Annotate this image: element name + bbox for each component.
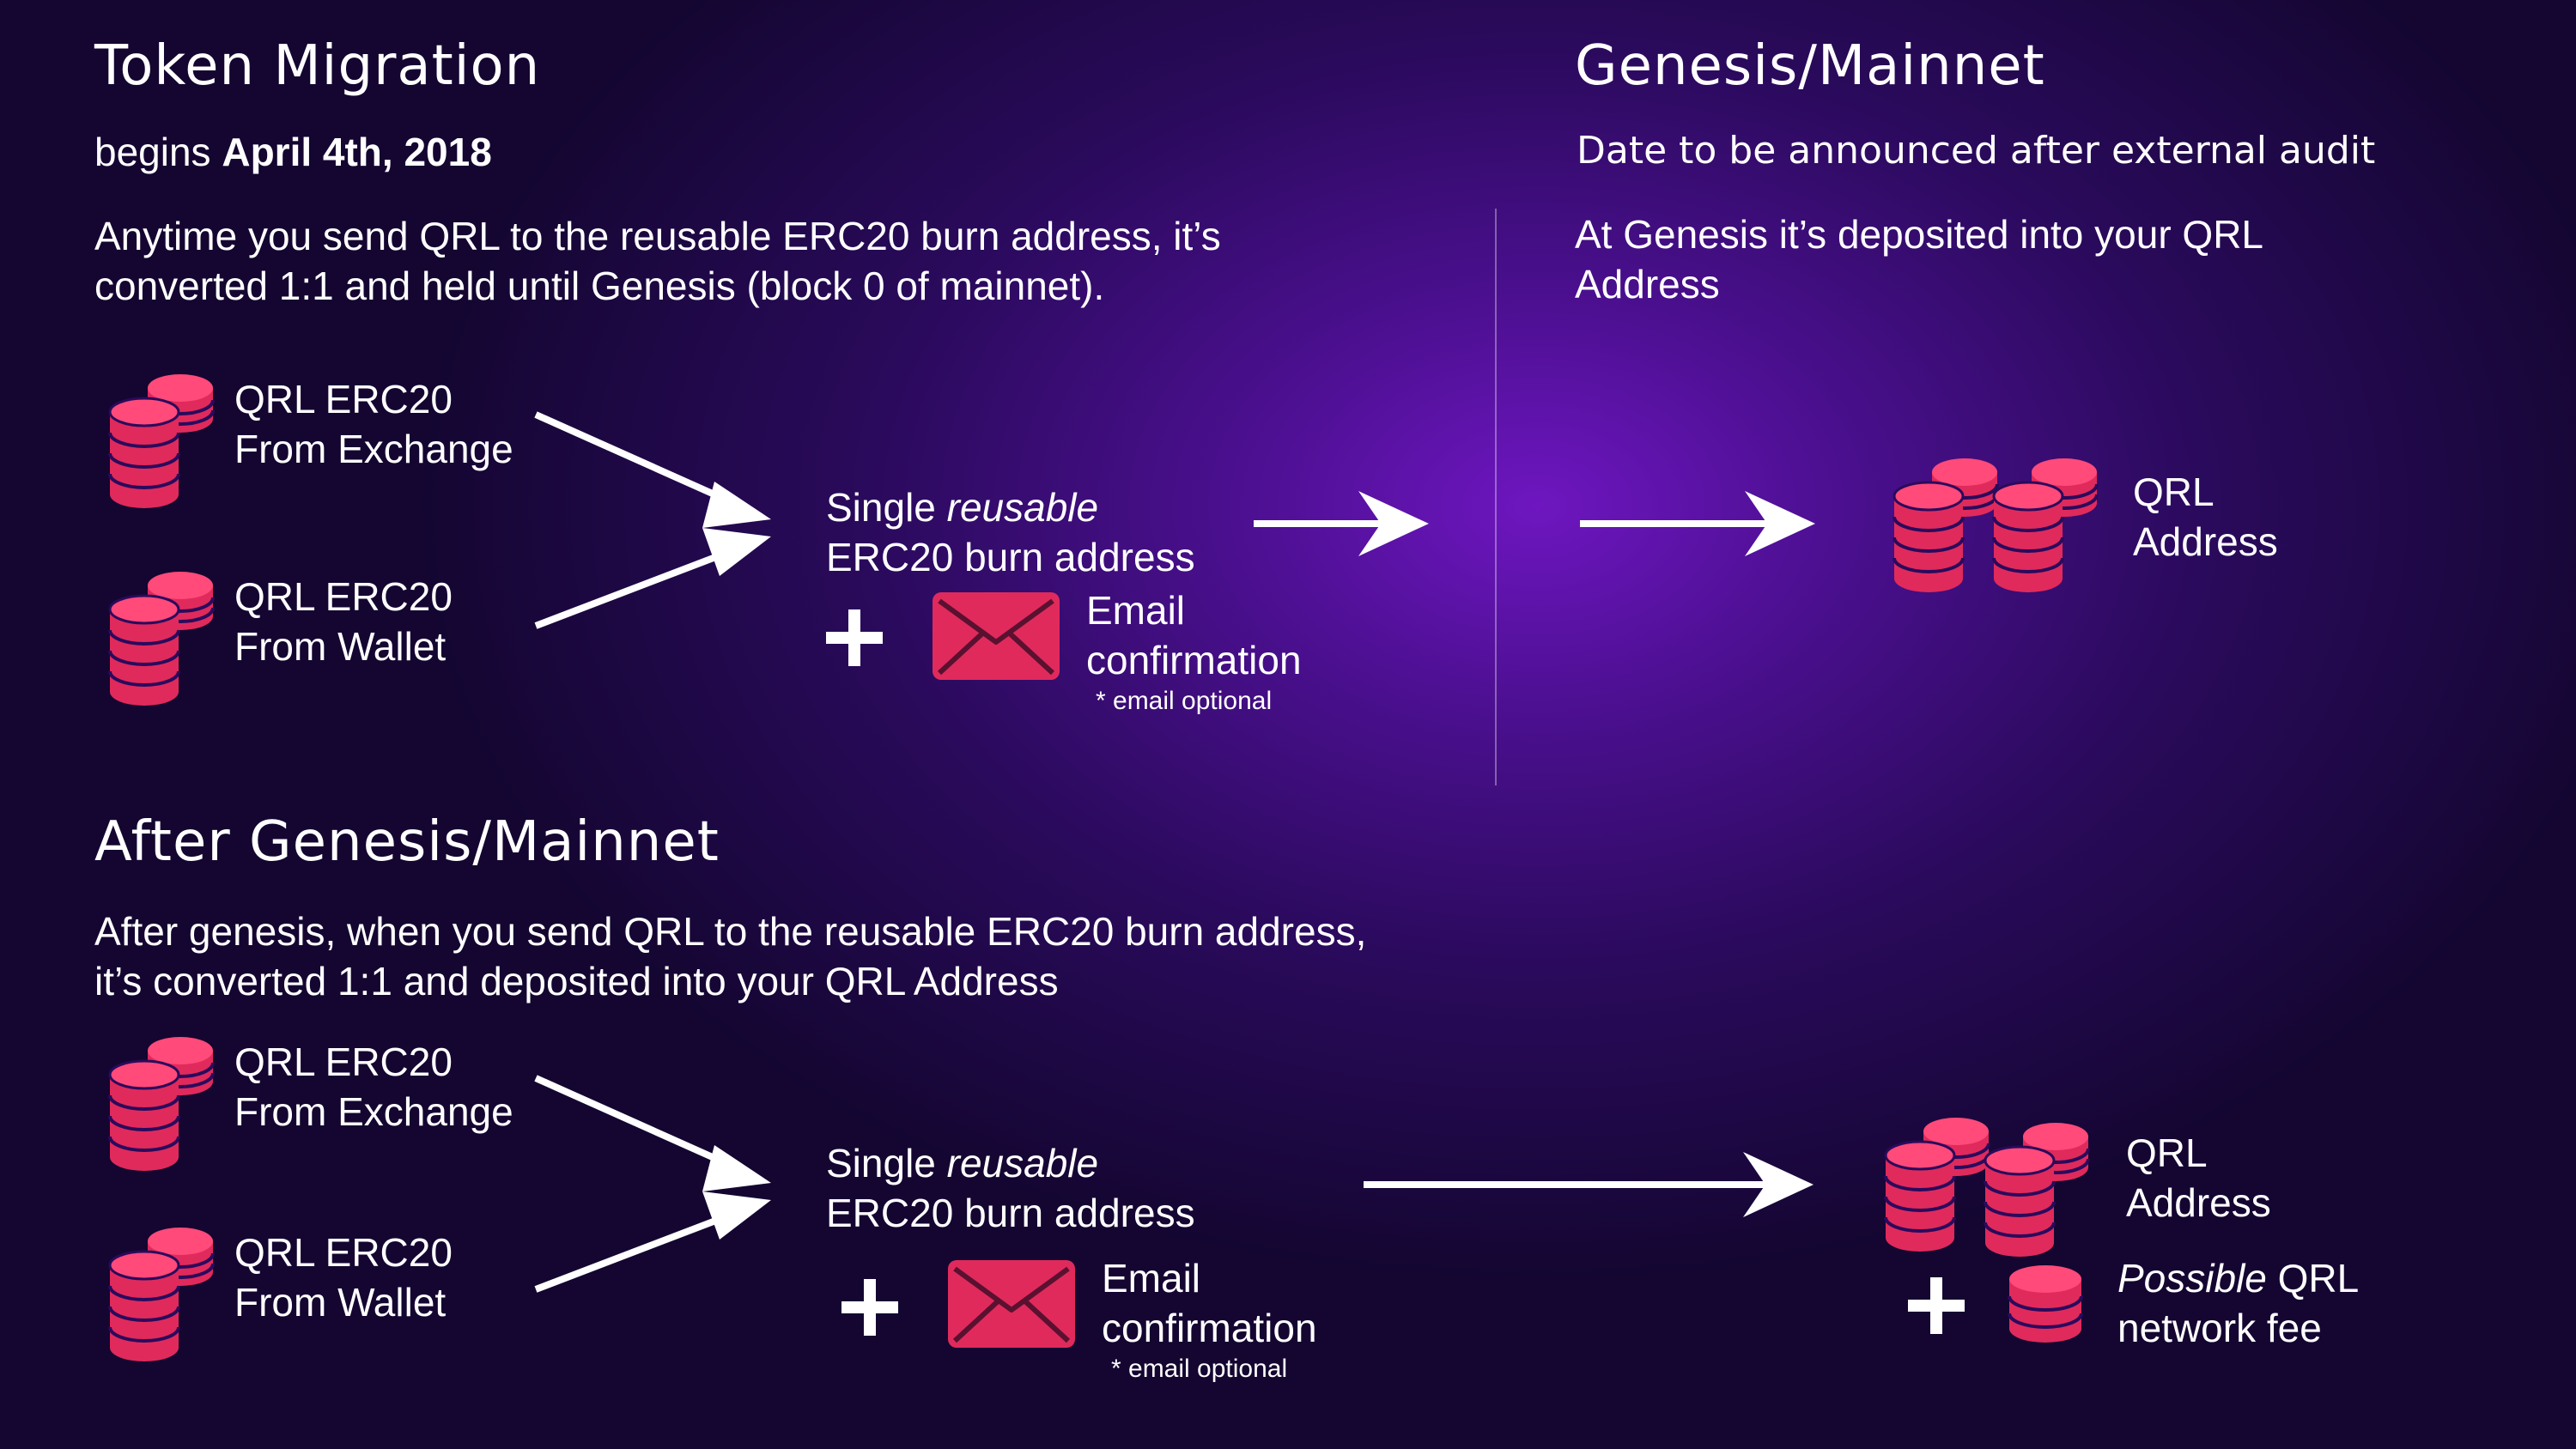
plus-icon (841, 1279, 898, 1336)
section-divider (1495, 209, 1497, 785)
genesis-target: QRL Address (2133, 467, 2278, 567)
after-source-exchange: QRL ERC20 From Exchange (234, 1037, 513, 1137)
email-envelope-icon (948, 1260, 1075, 1348)
migration-email: Email confirmation (1086, 585, 1302, 685)
burn-line1: Single reusable (826, 485, 1099, 530)
coin-stack-icon (1884, 1116, 1990, 1253)
migration-source-wallet: QRL ERC20 From Wallet (234, 572, 453, 671)
email-line2: confirmation (1102, 1306, 1317, 1350)
arrow-right-icon (1580, 491, 1815, 556)
migration-begins-prefix: begins (94, 130, 211, 174)
arrow-right-icon (1364, 1152, 1814, 1217)
target-line1: QRL (2126, 1131, 2208, 1175)
plus-icon (1908, 1277, 1965, 1334)
arrow-right-icon (534, 411, 771, 629)
migration-begins-date: April 4th, 2018 (222, 130, 492, 174)
burn-line1: Single reusable (826, 1141, 1099, 1185)
migration-burn-address: Single reusable ERC20 burn address (826, 482, 1195, 582)
source-wallet-line2: From Wallet (234, 1280, 447, 1325)
source-exchange-line1: QRL ERC20 (234, 377, 453, 421)
after-fee: Possible QRL network fee (2117, 1253, 2359, 1353)
after-description-line2: it’s converted 1:1 and deposited into yo… (94, 959, 1059, 1003)
source-wallet-line1: QRL ERC20 (234, 574, 453, 619)
coin-stack-icon (1992, 457, 2099, 594)
migration-email-note: * email optional (1096, 687, 1273, 715)
arrow-right-icon (1254, 491, 1429, 556)
coin-icon (2008, 1265, 2083, 1343)
migration-begins: begins April 4th, 2018 (94, 129, 492, 175)
target-line2: Address (2133, 519, 2278, 564)
source-exchange-line2: From Exchange (234, 427, 513, 471)
migration-source-exchange: QRL ERC20 From Exchange (234, 374, 513, 474)
after-title: After Genesis/Mainnet (94, 810, 720, 874)
genesis-title: Genesis/Mainnet (1575, 34, 2045, 98)
after-email: Email confirmation (1102, 1253, 1317, 1353)
source-wallet-line1: QRL ERC20 (234, 1230, 453, 1275)
coin-stack-icon (1893, 457, 1999, 594)
arrow-right-icon (534, 1075, 771, 1293)
source-exchange-line2: From Exchange (234, 1089, 513, 1134)
after-source-wallet: QRL ERC20 From Wallet (234, 1228, 453, 1327)
source-exchange-line1: QRL ERC20 (234, 1040, 453, 1084)
target-line2: Address (2126, 1180, 2271, 1225)
email-line1: Email (1086, 588, 1186, 633)
coin-stack-icon (108, 1035, 215, 1173)
plus-icon (826, 609, 883, 666)
after-description-line1: After genesis, when you send QRL to the … (94, 909, 1367, 954)
coin-stack-icon (108, 570, 215, 707)
email-line2: confirmation (1086, 638, 1302, 682)
burn-line2: ERC20 burn address (826, 1191, 1195, 1235)
migration-title: Token Migration (94, 34, 541, 98)
after-description: After genesis, when you send QRL to the … (94, 906, 1366, 1006)
coin-stack-icon (1984, 1121, 2090, 1258)
source-wallet-line2: From Wallet (234, 624, 447, 669)
fee-line1: Possible QRL (2117, 1256, 2360, 1300)
genesis-description: At Genesis it’s deposited into your QRL … (1575, 212, 2263, 306)
genesis-subtitle: Date to be announced after external audi… (1577, 129, 2376, 173)
migration-description: Anytime you send QRL to the reusable ERC… (94, 214, 1221, 308)
coin-stack-icon (108, 1226, 215, 1363)
after-burn-address: Single reusable ERC20 burn address (826, 1138, 1195, 1238)
target-line1: QRL (2133, 470, 2215, 514)
email-envelope-icon (933, 592, 1060, 680)
email-line1: Email (1102, 1256, 1201, 1300)
after-email-note: * email optional (1111, 1355, 1288, 1383)
burn-line2: ERC20 burn address (826, 535, 1195, 579)
coin-stack-icon (108, 373, 215, 510)
fee-line2: network fee (2117, 1306, 2322, 1350)
after-target: QRL Address (2126, 1128, 2271, 1228)
